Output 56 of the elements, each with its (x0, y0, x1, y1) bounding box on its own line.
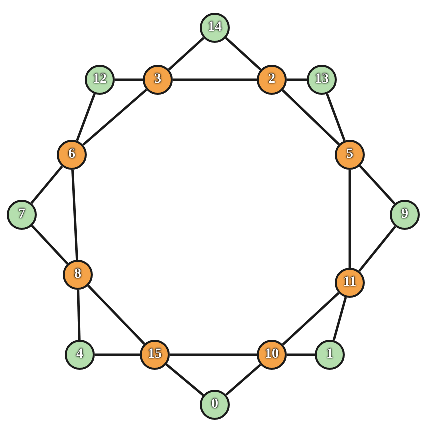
graph-edge (358, 226, 396, 272)
graph-vertex (315, 340, 345, 370)
graph-vertex (307, 65, 337, 95)
graph-vertex (257, 65, 287, 95)
vertex-number: 15 (148, 347, 162, 363)
graph-vertex (200, 13, 230, 43)
graph-vertex (257, 340, 287, 370)
graph-edge (168, 37, 205, 71)
graph-edge (30, 166, 64, 204)
vertex-number: 12 (93, 72, 107, 88)
vertex-number: 8 (74, 267, 82, 283)
graph-vertex (140, 340, 170, 370)
vertex-number: 1 (326, 347, 334, 363)
graph-edge (225, 37, 262, 71)
graph-edge (173, 78, 257, 82)
vertex-number: 5 (346, 147, 354, 163)
graph-vertex (200, 390, 230, 420)
graph-edge (287, 354, 315, 356)
graph-edge (225, 364, 262, 396)
graph-edge (332, 297, 348, 341)
graph-vertex (390, 200, 420, 230)
graph-edge (359, 165, 396, 205)
graph-edge (170, 354, 257, 356)
vertex-number: 4 (76, 347, 84, 363)
vertex-number: 0 (212, 397, 218, 413)
graph-edge (282, 90, 340, 146)
graph-vertex (335, 268, 365, 298)
vertex-number: 10 (265, 347, 279, 363)
graph-vertex (143, 65, 173, 95)
vertex-number: 14 (208, 20, 222, 36)
graph-vertex (65, 340, 95, 370)
vertex-number: 6 (68, 147, 76, 163)
graph-edge (72, 170, 78, 260)
vertex-number: 2 (268, 72, 276, 88)
vertex-number: 11 (343, 275, 357, 291)
graph-vertex (85, 65, 115, 95)
graph-vertex (335, 140, 365, 170)
graph-edge (77, 290, 81, 340)
graph-edge (115, 78, 143, 82)
graph-edge (326, 94, 346, 142)
graph-vertex (7, 200, 37, 230)
graph-edge (348, 170, 352, 268)
vertex-number: 3 (154, 72, 162, 88)
vertex-number: 13 (315, 72, 329, 88)
vertex-number: 7 (18, 207, 26, 223)
graph-edge (287, 78, 307, 82)
graph-edge (82, 88, 148, 146)
graph-edge (282, 292, 340, 346)
vertex-number: 9 (402, 207, 408, 223)
graph-edge (76, 94, 96, 142)
graph-edge (88, 284, 146, 346)
graph-vertex (57, 140, 87, 170)
graph-edge (166, 364, 204, 396)
graph-vertex (63, 260, 93, 290)
graph-edge (95, 354, 140, 356)
graph-edge (31, 225, 69, 265)
